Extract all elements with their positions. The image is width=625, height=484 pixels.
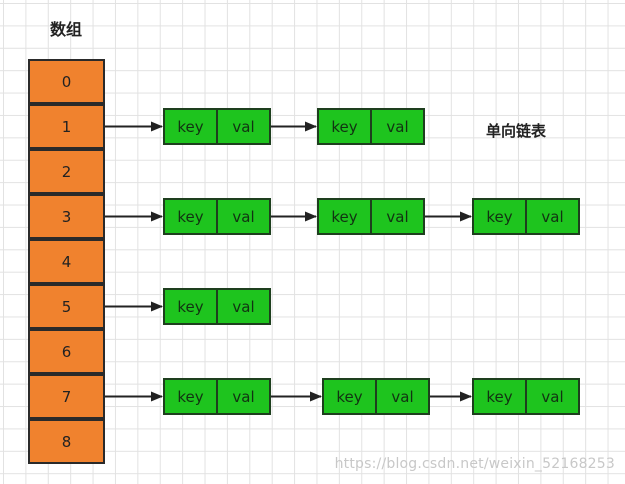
array-cell-7: 7 xyxy=(28,374,105,419)
linked-list-label: 单向链表 xyxy=(486,122,547,140)
node-key: key xyxy=(474,200,527,233)
array-cell-4: 4 xyxy=(28,239,105,284)
node-val: val xyxy=(391,387,414,406)
node-key: key xyxy=(165,110,218,143)
node-val: val xyxy=(232,297,255,316)
node-key: key xyxy=(474,380,527,413)
node-key: key xyxy=(319,110,372,143)
node-val: val xyxy=(386,207,409,226)
node-val: val xyxy=(386,117,409,136)
node-val: val xyxy=(541,387,564,406)
array-cell-5: 5 xyxy=(28,284,105,329)
node-key: key xyxy=(165,380,218,413)
array-cell-1: 1 xyxy=(28,104,105,149)
array-cell-8: 8 xyxy=(28,419,105,464)
array-title: 数组 xyxy=(50,20,83,39)
node-val: val xyxy=(232,387,255,406)
watermark: https://blog.csdn.net/weixin_52168253 xyxy=(334,456,615,472)
node-key: key xyxy=(165,200,218,233)
node-key: key xyxy=(324,380,377,413)
array-cell-0: 0 xyxy=(28,59,105,104)
node-val: val xyxy=(232,207,255,226)
node-key: key xyxy=(165,290,218,323)
array-cell-2: 2 xyxy=(28,149,105,194)
node-key: key xyxy=(319,200,372,233)
node-val: val xyxy=(232,117,255,136)
node-val: val xyxy=(541,207,564,226)
array-cell-3: 3 xyxy=(28,194,105,239)
array-cell-6: 6 xyxy=(28,329,105,374)
